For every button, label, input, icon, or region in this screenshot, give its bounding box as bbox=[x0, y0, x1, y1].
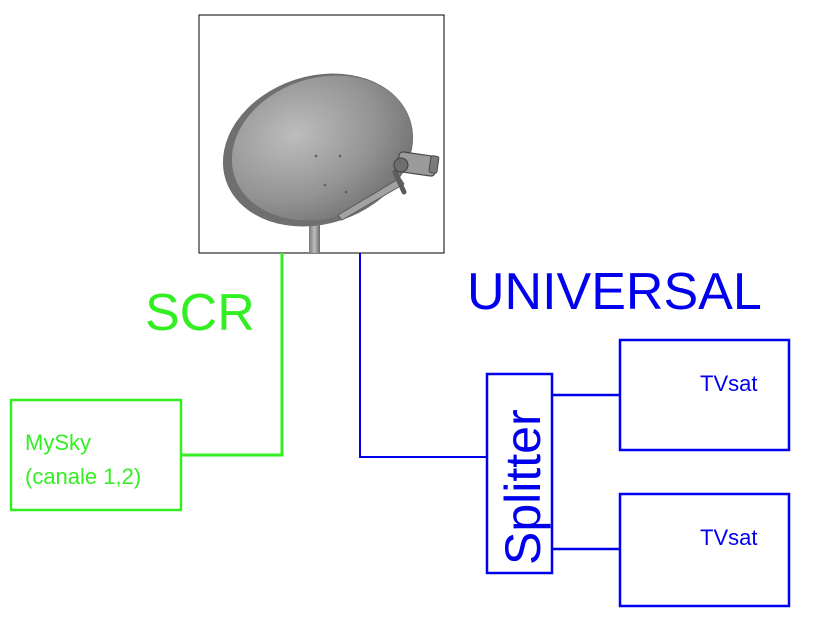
satellite-dish-icon bbox=[222, 73, 440, 253]
mysky-channel-label: (canale 1,2) bbox=[25, 464, 141, 489]
universal-cable bbox=[359, 253, 487, 458]
scr-label: SCR bbox=[145, 284, 255, 342]
tvsat-label-top: TVsat bbox=[700, 371, 757, 396]
tvsat-label-bottom: TVsat bbox=[700, 525, 757, 550]
splitter-box bbox=[485, 372, 554, 575]
mysky-box bbox=[9, 398, 183, 512]
tvsat-box-top bbox=[618, 338, 791, 452]
mysky-label: MySky bbox=[25, 430, 91, 455]
splitter-label: Splitter bbox=[495, 409, 551, 565]
satellite-dish-image bbox=[198, 14, 445, 254]
scr-cable bbox=[181, 253, 284, 457]
universal-label: UNIVERSAL bbox=[467, 263, 762, 321]
tvsat-box-bottom bbox=[618, 492, 791, 608]
